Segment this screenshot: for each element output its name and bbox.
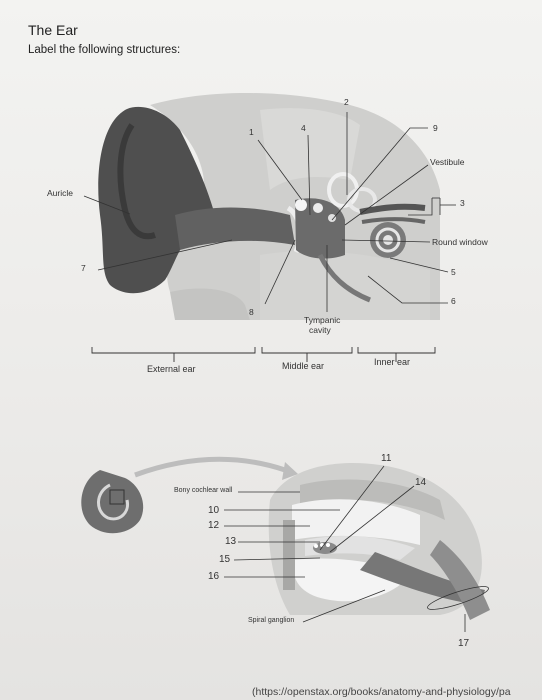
inset-highlight-box xyxy=(109,489,125,505)
bottom-leader-lines xyxy=(224,465,489,632)
top-leader-lines xyxy=(83,112,456,312)
number-5: 5 xyxy=(451,267,456,277)
number-14: 14 xyxy=(415,477,427,488)
number-7: 7 xyxy=(81,263,86,273)
label-vestibule: Vestibule xyxy=(430,157,465,167)
auditory-tube xyxy=(317,253,371,303)
jaw-bone xyxy=(170,288,250,320)
number-8: 8 xyxy=(249,307,254,317)
number-11: 11 xyxy=(381,453,392,464)
number-6: 6 xyxy=(451,296,456,306)
section-external-ear: External ear xyxy=(147,364,196,374)
scala-vestibuli xyxy=(292,499,420,545)
vestibulocochlear-nerve xyxy=(359,203,426,215)
number-3: 3 xyxy=(460,198,465,208)
label-spiral-ganglion: Spiral ganglion xyxy=(248,617,295,624)
cochlear-duct xyxy=(305,536,415,560)
label-tympanic-cavity-line2: cavity xyxy=(309,325,331,335)
number-4: 4 xyxy=(301,123,306,133)
label-auricle: Auricle xyxy=(47,188,73,198)
zoom-arrow xyxy=(134,456,286,478)
label-round-window: Round window xyxy=(432,237,488,247)
muscle-band xyxy=(430,540,490,620)
auricle-fold xyxy=(117,123,156,240)
malleus xyxy=(295,199,307,211)
section-brackets xyxy=(91,347,436,362)
instruction-text: Label the following structures: xyxy=(28,44,181,56)
number-2: 2 xyxy=(344,97,349,107)
section-middle-ear: Middle ear xyxy=(282,361,325,371)
incus xyxy=(313,203,323,213)
modiolus xyxy=(283,520,295,590)
ear-canal xyxy=(175,207,295,250)
label-tympanic-cavity-line1: Tympanic xyxy=(304,315,341,325)
middle-ear xyxy=(295,198,345,259)
source-link[interactable]: (https://openstax.org/books/anatomy-and-… xyxy=(252,686,511,698)
auricle-shape xyxy=(98,106,215,294)
label-bony-cochlear-wall: Bony cochlear wall xyxy=(174,487,233,494)
number-10: 10 xyxy=(208,505,220,516)
number-1: 1 xyxy=(249,127,254,137)
number-17: 17 xyxy=(458,638,470,649)
number-9: 9 xyxy=(433,123,438,133)
number-15: 15 xyxy=(219,554,231,565)
number-13: 13 xyxy=(225,536,237,547)
number-12: 12 xyxy=(208,520,220,531)
stapes xyxy=(328,214,336,222)
cochlear-nerve xyxy=(360,552,485,605)
cochlea-inset xyxy=(81,470,144,534)
bone-texture xyxy=(260,108,360,190)
section-inner-ear: Inner ear xyxy=(374,357,411,367)
page-title: The Ear xyxy=(28,22,78,38)
number-16: 16 xyxy=(208,571,220,582)
